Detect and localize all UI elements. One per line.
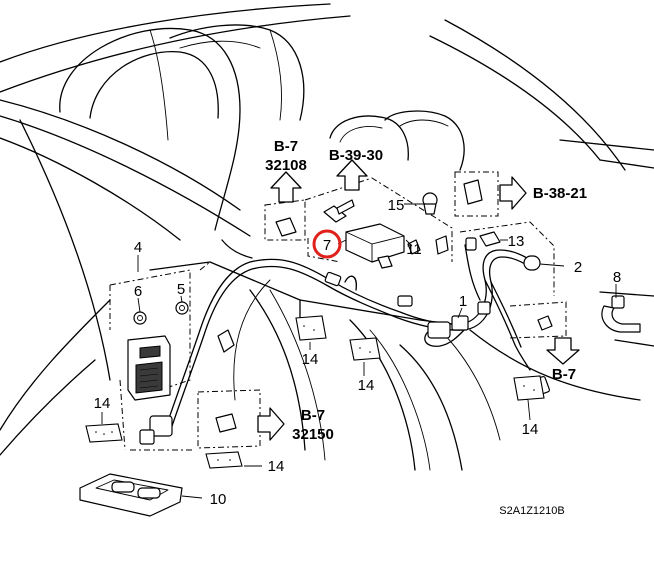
ref-b39-30: B-39-30 — [329, 147, 383, 164]
ref-b7-right: B-7 — [552, 366, 576, 383]
arrow-right-b7-32150 — [257, 407, 285, 441]
leader-lines — [101, 203, 617, 499]
arrow-up-b7-32108 — [270, 171, 302, 203]
screws — [133, 199, 553, 331]
callout-14-a: 14 — [302, 351, 319, 368]
reference-labels: B-7 32108 B-39-30 B-38-21 B-7 B-7 32150 — [265, 138, 587, 443]
callout-15: 15 — [388, 197, 405, 214]
arrow-down-b7 — [546, 337, 580, 365]
ref-b7-bottom: B-7 — [301, 407, 325, 424]
callout-5: 5 — [177, 281, 185, 298]
callout-6: 6 — [134, 283, 142, 300]
highlight-ring — [312, 229, 342, 259]
callout-10: 10 — [210, 491, 227, 508]
reference-arrows — [257, 159, 580, 441]
callout-13: 13 — [508, 233, 525, 250]
part-13-clip — [479, 231, 501, 247]
callout-14-c: 14 — [522, 421, 539, 438]
ref-b7-top: B-7 — [274, 138, 298, 155]
car-body-outline — [0, 3, 654, 456]
dashed-groupings — [109, 171, 567, 451]
arrow-up-b39 — [336, 159, 368, 191]
callout-11: 11 — [406, 241, 422, 258]
arrow-right-b38 — [499, 176, 527, 210]
part-4-assembly — [127, 335, 171, 401]
drawing-code: S2A1Z1210B — [499, 505, 564, 517]
seat-back — [59, 24, 305, 231]
ref-32150: 32150 — [292, 426, 334, 443]
ref-32108: 32108 — [265, 157, 307, 174]
ref-b38-21: B-38-21 — [533, 185, 587, 202]
floor-lines — [149, 261, 501, 471]
callout-4: 4 — [134, 239, 142, 256]
callout-14-b: 14 — [358, 377, 375, 394]
part-7-unit — [345, 223, 405, 269]
callout-2: 2 — [574, 259, 582, 276]
part-10-tray — [79, 473, 183, 517]
harness-bracket — [215, 179, 483, 433]
callout-14-e: 14 — [268, 458, 285, 475]
rear-shelf — [329, 110, 465, 171]
part-11-15 — [407, 192, 449, 255]
callout-8: 8 — [613, 269, 621, 286]
callout-7: 7 — [323, 237, 331, 254]
pads-14 — [85, 315, 545, 469]
callout-14-d: 14 — [94, 395, 111, 412]
callout-numbers: 4 6 5 7 15 11 13 2 8 1 14 14 14 14 14 10 — [94, 197, 622, 508]
part-8-clip — [601, 295, 641, 333]
callout-1: 1 — [459, 293, 467, 310]
